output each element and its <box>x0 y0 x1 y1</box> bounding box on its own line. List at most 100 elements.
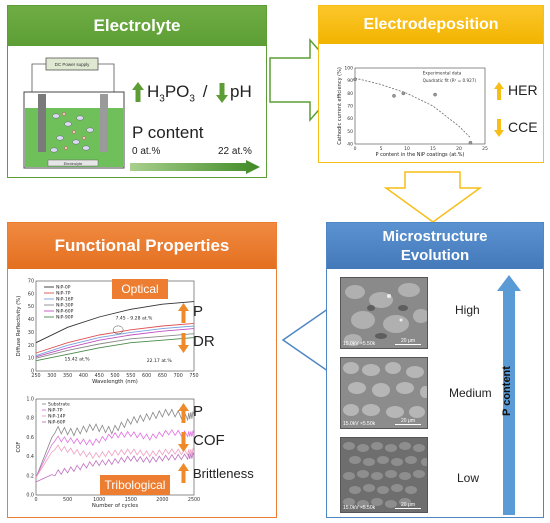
y-tick-label: 40 <box>28 317 34 323</box>
microstructure-title-2: Evolution <box>400 247 470 264</box>
data-point <box>401 91 406 96</box>
y-tick-label: 20 <box>28 343 34 349</box>
legend-entry: Quadratic fit (R² = 0.927) <box>423 78 477 83</box>
y-tick-label: 0 <box>31 369 34 375</box>
series-line <box>35 328 195 358</box>
slash: / <box>202 82 208 101</box>
x-tick-label: 0 <box>34 497 37 503</box>
range-arrow <box>130 160 260 174</box>
x-tick-label: 2000 <box>156 497 168 503</box>
y-tick-label: 50 <box>347 129 353 135</box>
level-low: Low <box>457 471 480 485</box>
electrolyte-title: Electrolyte <box>93 16 181 35</box>
y-tick-label: 0.4 <box>26 454 34 460</box>
sem-texture <box>341 438 427 512</box>
range-end-label: 22 at.% <box>218 146 252 157</box>
x-tick-label: 1000 <box>93 497 105 503</box>
h3po3-po: PO <box>164 82 190 101</box>
plot-frame <box>354 67 486 145</box>
legend-label: NiP-7P <box>48 408 63 414</box>
legend-entry: Experimental data <box>423 70 462 75</box>
trib-p-label: P <box>193 403 204 420</box>
series-line <box>35 451 195 483</box>
sem-texture <box>341 358 427 428</box>
arrow-down-icon <box>216 83 228 103</box>
legend-label: NiP-0P <box>56 285 71 291</box>
x-tick-label: 450 <box>95 373 104 379</box>
y-tick-label: 100 <box>344 66 353 72</box>
sem-image-high: 15.0kV ×5.50k 20 μm <box>340 277 428 349</box>
h3po3-h: H <box>147 82 160 101</box>
y-tick-label: 60 <box>347 116 353 122</box>
arrow-down-icon <box>494 119 504 137</box>
y-tick-label: 10 <box>28 356 34 362</box>
arrow-down <box>383 171 483 223</box>
legend-label: NiP-90P <box>56 315 74 321</box>
arrow-up-icon <box>132 82 144 102</box>
data-point <box>433 92 437 97</box>
annotation-circle <box>112 325 124 335</box>
optical-p-label: P <box>193 303 204 320</box>
sem-caption: 15.0kV ×5.50k <box>343 505 376 511</box>
x-tick-label: 0 <box>354 146 357 152</box>
legend-label: NiP-16P <box>56 297 74 303</box>
sem-texture <box>341 278 427 348</box>
sem-scale-label: 20 μm <box>401 418 415 424</box>
sem-caption: 15.0kV ×5.50k <box>343 421 376 427</box>
cce-label: CCE <box>508 119 538 135</box>
x-axis-label: P content in the NiP coatings (at.%) <box>375 152 464 158</box>
y-tick-label: 0.6 <box>26 435 34 441</box>
y-axis-label: Cathodic current efficiency (%) <box>337 67 343 145</box>
her-label: HER <box>508 82 538 98</box>
data-point <box>353 77 357 82</box>
optical-tag: Optical <box>112 279 168 299</box>
trib-brittleness-label: Brittleness <box>193 466 254 481</box>
optical-dr-label: DR <box>193 333 215 350</box>
h3po3-sub1: 3 <box>159 93 165 105</box>
electrolyte-panel: Electrolyte DC Power supply Electrolyte … <box>7 5 267 178</box>
x-tick-label: 20 <box>456 146 462 152</box>
arrow-up-icon <box>178 463 189 483</box>
x-tick-label: 650 <box>158 373 167 379</box>
p-content-label: P content <box>132 123 204 142</box>
y-tick-label: 30 <box>28 330 34 336</box>
sem-scale-bar: 20 μm <box>395 418 421 425</box>
level-medium: Medium <box>449 386 492 400</box>
fit-line <box>354 77 471 138</box>
legend-label: NiP-14P <box>48 414 66 420</box>
x-tick-label: 5 <box>380 146 383 152</box>
functional-title: Functional Properties <box>54 236 230 255</box>
sem-image-low: 15.0kV ×5.50k 20 μm <box>340 437 428 513</box>
x-tick-label: 750 <box>189 373 198 379</box>
y-tick-label: 40 <box>347 142 353 148</box>
x-tick-label: 250 <box>31 373 40 379</box>
x-tick-label: 2500 <box>188 497 200 503</box>
curve-annotation: 15.42 at.% <box>65 357 91 363</box>
y-tick-label: 60 <box>28 291 34 297</box>
arrow-up-icon <box>178 403 189 423</box>
level-high: High <box>455 303 480 317</box>
curve-annotation: 7.45 - 9.28 at.% <box>115 316 153 322</box>
sem-caption: 15.0kV ×5.50k <box>343 341 376 347</box>
y-tick-label: 90 <box>347 78 353 84</box>
y-tick-label: 0.2 <box>26 473 34 479</box>
functional-header: Functional Properties <box>8 223 276 269</box>
x-tick-label: 1500 <box>125 497 137 503</box>
x-tick-label: 25 <box>482 146 488 152</box>
x-axis-label: Number of cycles <box>92 503 138 509</box>
electrodeposition-header: Electrodeposition <box>319 6 543 44</box>
cell-label-bottom: Electrolyte <box>64 161 83 166</box>
sem-scale-bar: 20 μm <box>395 338 421 345</box>
electrolyte-header: Electrolyte <box>8 6 266 46</box>
x-tick-label: 550 <box>126 373 135 379</box>
x-tick-label: 500 <box>110 373 119 379</box>
series-line <box>35 337 195 362</box>
x-tick-label: 300 <box>47 373 56 379</box>
legend-label: NiP-30P <box>56 303 74 309</box>
legend-label: NiP-7P <box>56 291 71 297</box>
arrow-up-icon <box>494 82 504 100</box>
series-line <box>35 301 195 344</box>
y-tick-label: 1.0 <box>26 397 34 403</box>
